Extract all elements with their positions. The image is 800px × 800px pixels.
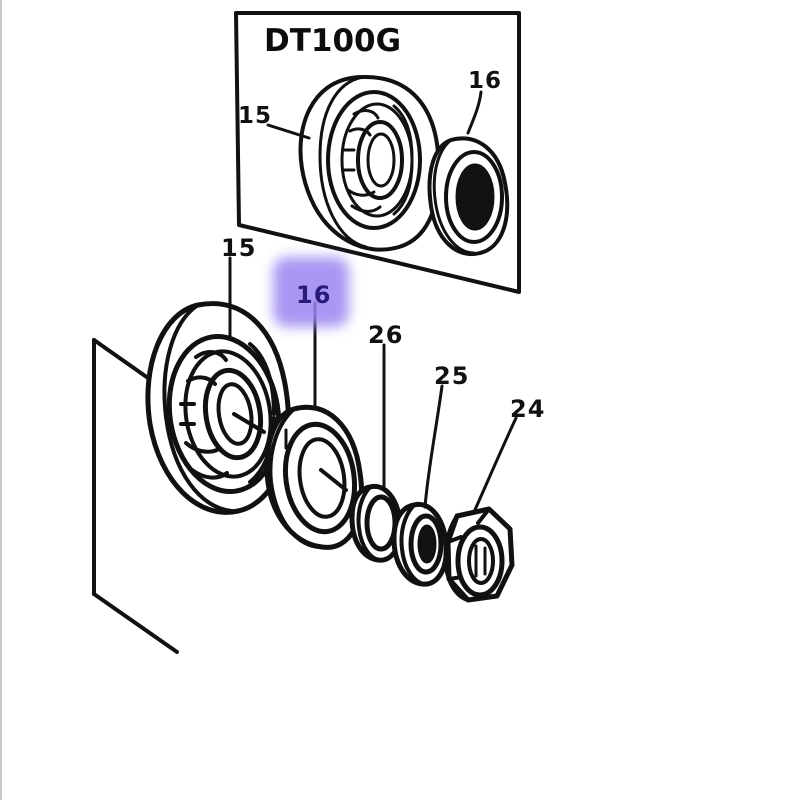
main-lockwasher-25 [391, 501, 449, 587]
inset-seal-16 [427, 136, 510, 257]
housing-bracket [92, 338, 179, 654]
callout-label-15: 15 [221, 234, 257, 262]
callout-label-24: 24 [510, 395, 546, 423]
main-seal-16 [264, 404, 365, 550]
callout-label-26: 26 [368, 321, 404, 349]
callout-label-inset-16: 16 [468, 68, 503, 94]
main-washer-26 [349, 483, 403, 563]
callout-label-25: 25 [434, 362, 470, 390]
main-nut-24 [443, 506, 515, 603]
main-leader-24 [472, 416, 518, 514]
main-bearing-15 [145, 301, 291, 515]
inset-bearing-15 [298, 74, 441, 252]
inset-leader-16 [466, 90, 483, 135]
main-leader-25 [423, 384, 444, 509]
inset-leader-15 [266, 123, 311, 140]
callout-label-16-highlighted[interactable]: 16 [296, 281, 332, 309]
callout-label-inset-15: 15 [238, 103, 273, 129]
inset-title: DT100G [264, 23, 402, 59]
